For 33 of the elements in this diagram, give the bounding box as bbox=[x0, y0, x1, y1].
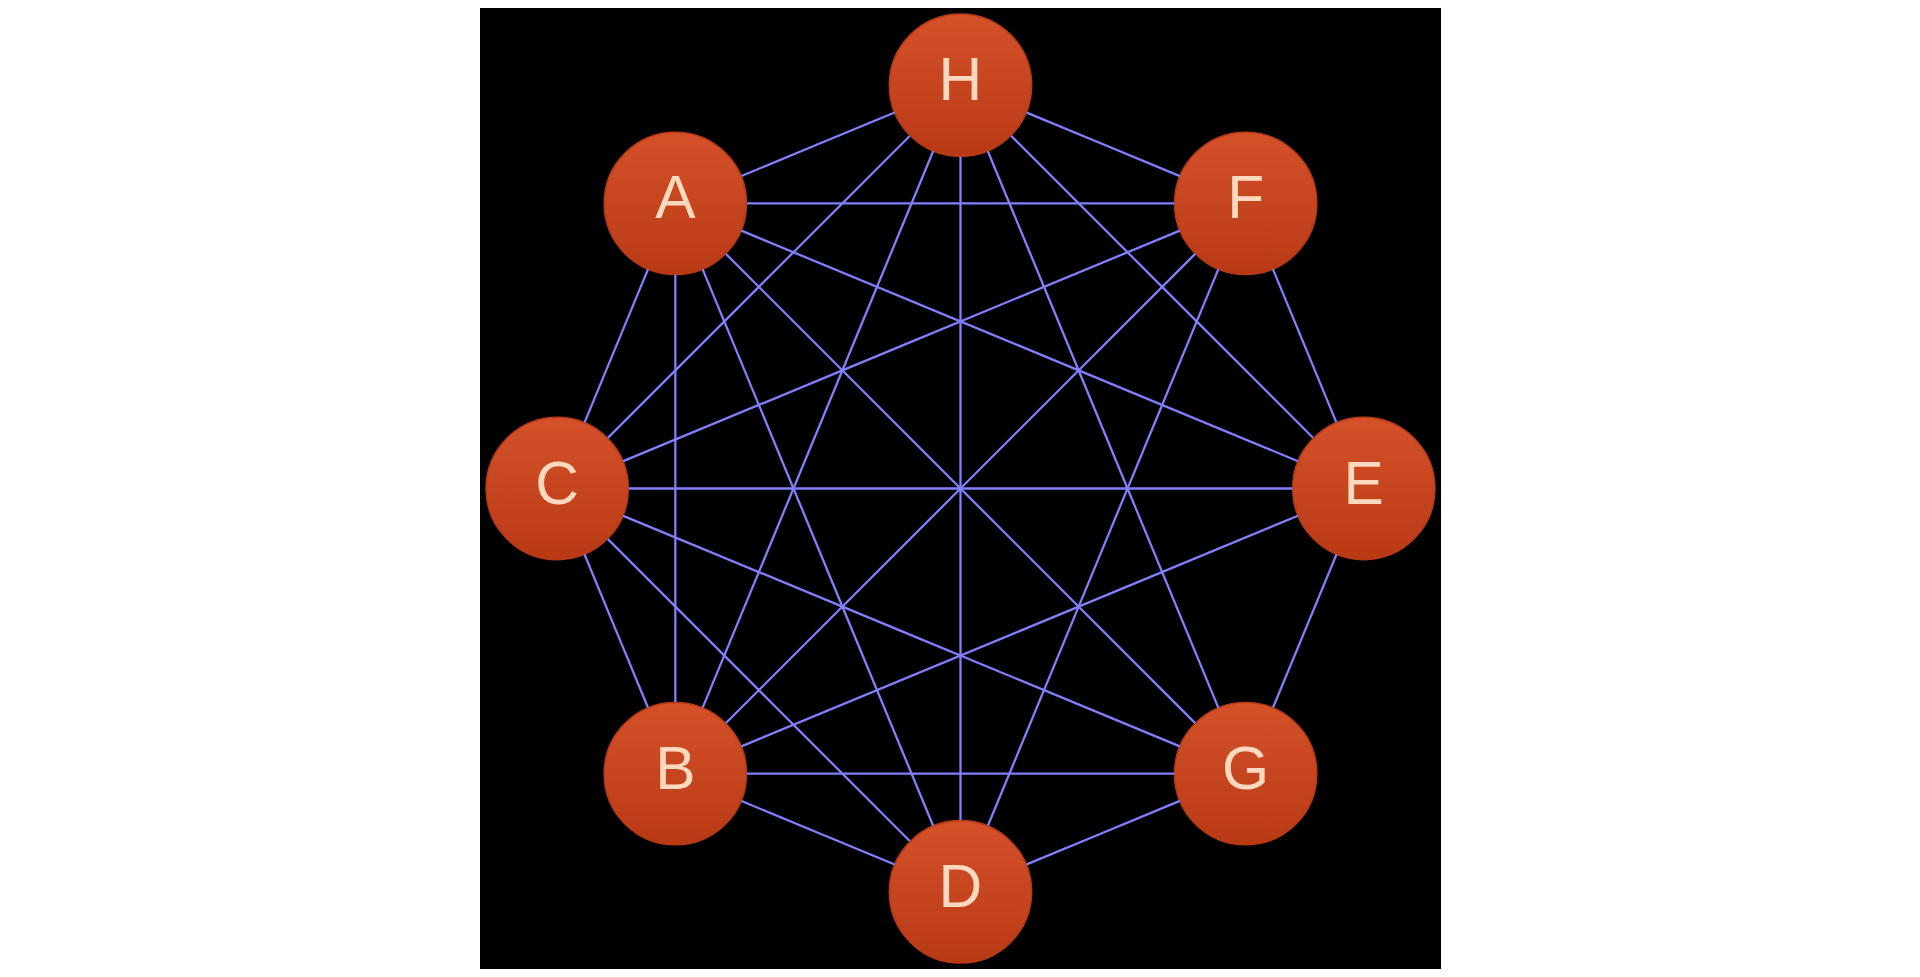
connector bbox=[701, 268, 934, 827]
node-circle: H bbox=[888, 13, 1032, 158]
connector bbox=[986, 150, 1219, 709]
node-circle: D bbox=[888, 819, 1032, 964]
node-circle: A bbox=[602, 131, 747, 276]
node-circle: C bbox=[484, 416, 629, 561]
connector bbox=[701, 150, 934, 709]
connector bbox=[724, 253, 1196, 724]
connector bbox=[1025, 799, 1180, 866]
connector bbox=[958, 156, 962, 821]
connector bbox=[1009, 135, 1314, 439]
connector bbox=[1271, 553, 1338, 708]
connector bbox=[582, 553, 649, 708]
connector bbox=[1271, 268, 1337, 423]
node-circle: E bbox=[1291, 416, 1436, 561]
connector bbox=[606, 135, 911, 439]
connector bbox=[628, 487, 1292, 490]
connector bbox=[673, 274, 676, 702]
connector bbox=[746, 772, 1174, 775]
connector bbox=[746, 202, 1174, 205]
connector bbox=[740, 229, 1298, 463]
connector bbox=[740, 514, 1298, 748]
connector bbox=[622, 514, 1180, 748]
node-circle: G bbox=[1173, 701, 1318, 846]
connector bbox=[583, 268, 649, 423]
connector bbox=[740, 111, 895, 177]
connector bbox=[622, 229, 1180, 463]
connector bbox=[740, 800, 895, 866]
connector bbox=[986, 268, 1219, 827]
connector bbox=[1025, 111, 1180, 178]
connector bbox=[606, 538, 911, 842]
node-circle: B bbox=[602, 701, 747, 846]
node-circle: F bbox=[1173, 131, 1318, 276]
